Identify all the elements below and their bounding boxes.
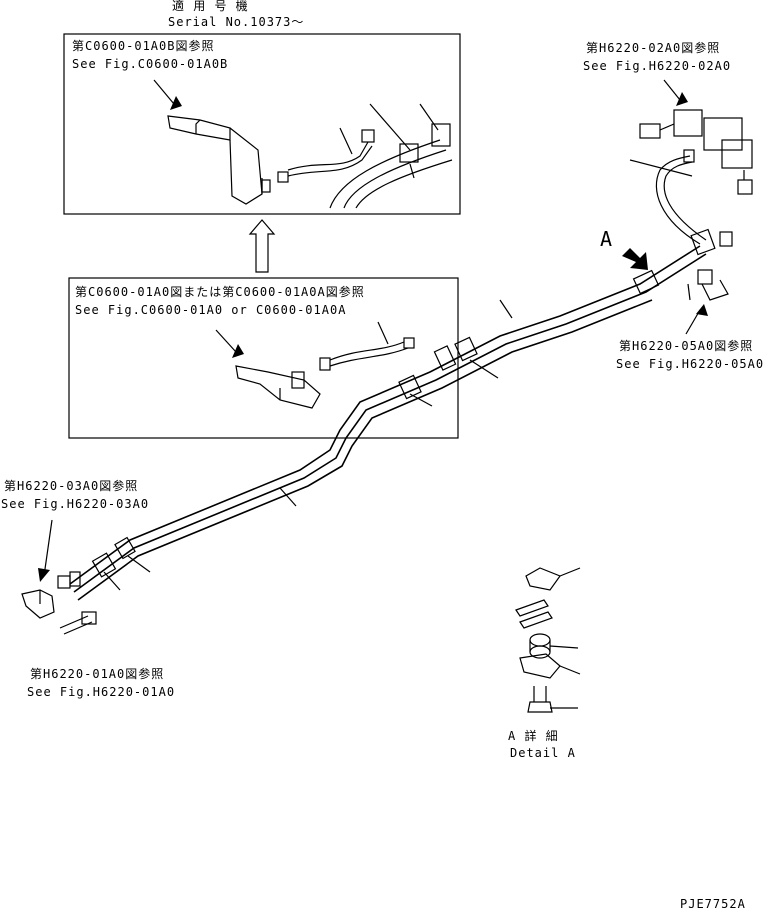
top-box-ref-jp: 第C0600-01A0B図参照 xyxy=(72,38,214,53)
valve-assembly xyxy=(639,109,753,195)
h02-ref-jp: 第H6220-02A0図参照 xyxy=(586,40,720,55)
h03-ref-jp: 第H6220-03A0図参照 xyxy=(4,478,138,493)
mid-box-ref-en: See Fig.C0600-01A0 or C0600-01A0A xyxy=(75,303,346,317)
view-marker-a: A xyxy=(600,227,613,251)
h03-ref-en: See Fig.H6220-03A0 xyxy=(1,497,149,511)
h05-ref-jp: 第H6220-05A0図参照 xyxy=(619,338,753,353)
top-box-hose xyxy=(277,127,375,183)
reference-arrow-up xyxy=(248,219,276,273)
h02-pointer xyxy=(663,79,688,106)
detail-a-title-jp: A 詳 細 xyxy=(508,728,559,743)
h01-ref-jp: 第H6220-01A0図参照 xyxy=(30,666,164,681)
top-box-bracket xyxy=(167,115,271,205)
h01-ref-en: See Fig.H6220-01A0 xyxy=(27,685,175,699)
drawing-number: PJE7752A xyxy=(680,897,746,911)
h02-ref-en: See Fig.H6220-02A0 xyxy=(583,59,731,73)
mid-box-ref-jp: 第C0600-01A0図または第C0600-01A0A図参照 xyxy=(75,284,365,299)
detail-a-parts xyxy=(515,567,581,713)
mid-box-pointer xyxy=(215,329,244,358)
top-box-pointer xyxy=(153,79,182,110)
mid-box-hose xyxy=(319,321,415,371)
top-box-ref-en: See Fig.C0600-01A0B xyxy=(72,57,228,71)
mid-box-bracket xyxy=(235,365,321,409)
top-box-pipes xyxy=(329,103,453,209)
left-elbow-fitting xyxy=(21,589,55,619)
applicability-serial: Serial No.10373～ xyxy=(168,15,304,29)
h05-ref-en: See Fig.H6220-05A0 xyxy=(616,357,764,371)
detail-a-title-en: Detail A xyxy=(510,746,576,760)
h03-pointer xyxy=(38,519,53,582)
middle-reference-box xyxy=(68,277,459,439)
elbow-fitting xyxy=(687,269,729,301)
top-reference-box xyxy=(63,33,461,215)
straight-connector xyxy=(59,611,97,635)
h05-pointer xyxy=(685,304,708,335)
main-tube-assembly xyxy=(57,228,733,601)
upper-right-hose xyxy=(629,149,707,245)
applicability-title: 適 用 号 機 xyxy=(172,0,249,13)
view-arrow xyxy=(622,248,648,270)
